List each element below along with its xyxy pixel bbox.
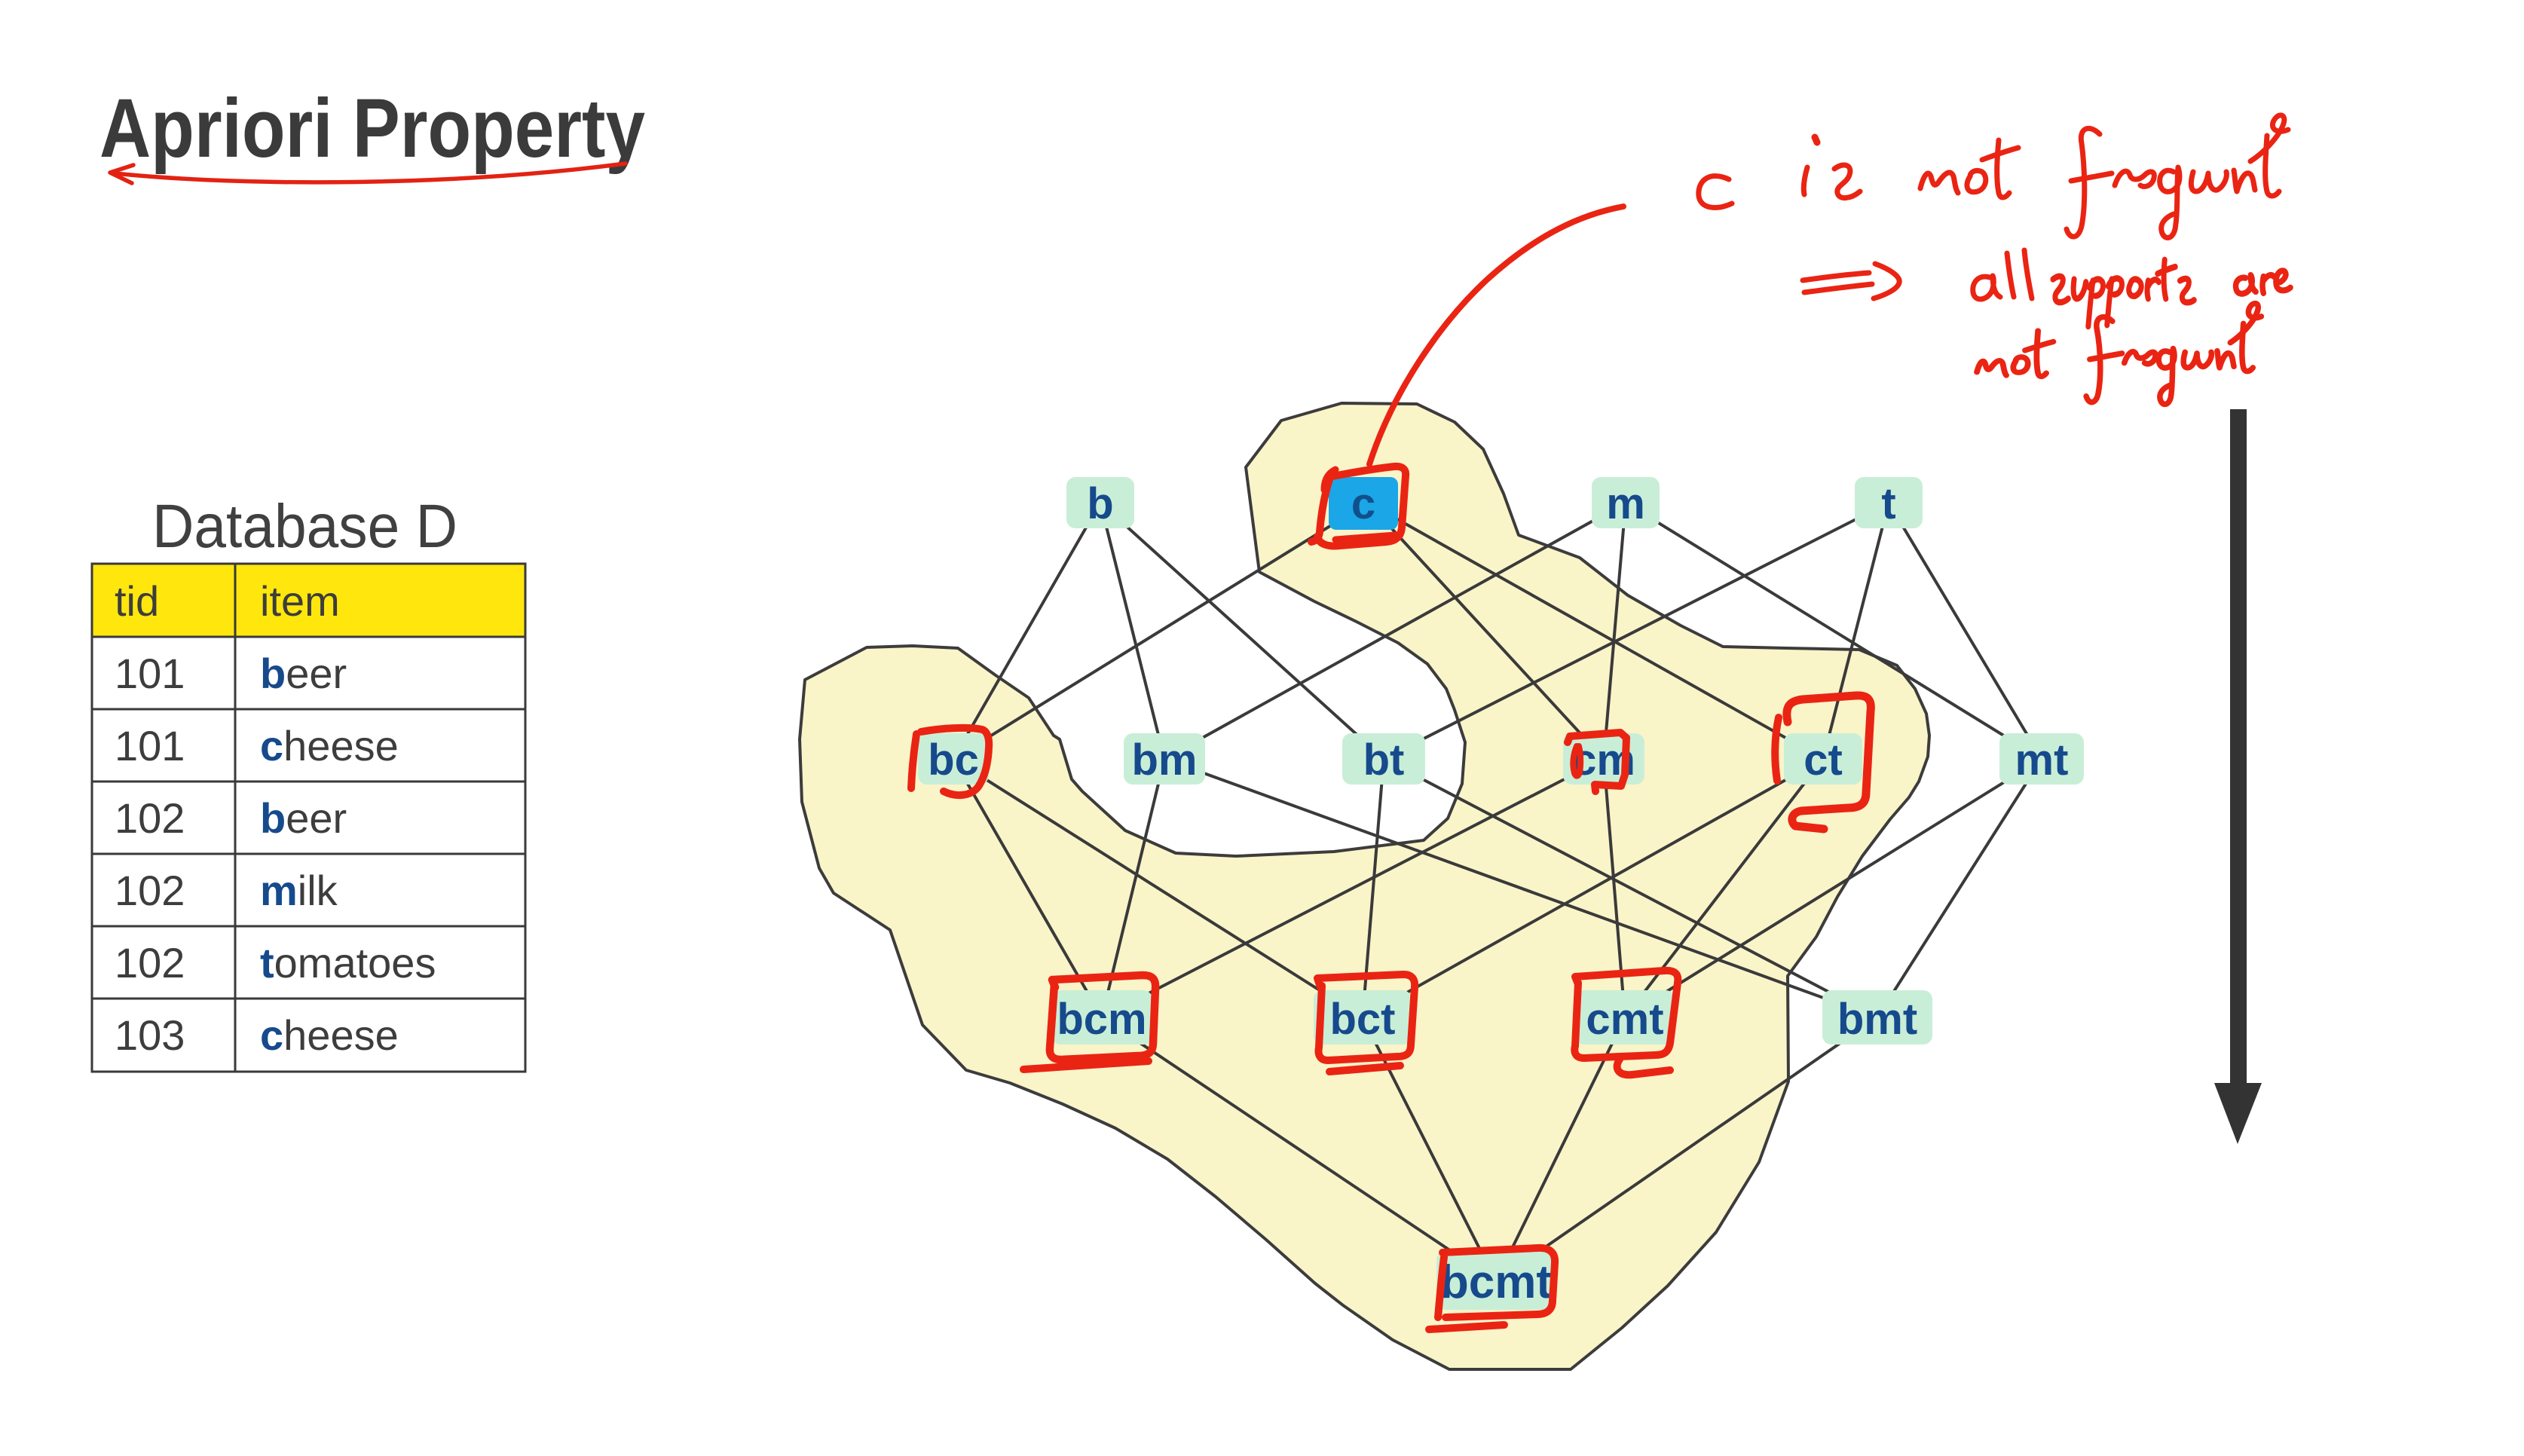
svg-text:bc: bc [928, 736, 979, 785]
svg-text:m: m [1606, 479, 1645, 528]
svg-text:102: 102 [115, 794, 185, 842]
svg-text:102: 102 [115, 867, 185, 914]
svg-text:bcm: bcm [1057, 995, 1146, 1044]
svg-text:milk: milk [260, 867, 338, 914]
svg-text:103: 103 [115, 1011, 185, 1059]
svg-text:cheese: cheese [260, 722, 399, 769]
svg-text:c: c [1351, 479, 1375, 528]
svg-text:101: 101 [115, 722, 185, 769]
svg-text:mt: mt [2015, 736, 2069, 785]
svg-text:bm: bm [1132, 736, 1198, 785]
svg-text:tid: tid [115, 577, 159, 625]
svg-text:t: t [1881, 479, 1895, 528]
svg-text:beer: beer [260, 650, 347, 697]
svg-text:102: 102 [115, 939, 185, 986]
svg-text:b: b [1087, 479, 1113, 528]
svg-text:bcmt: bcmt [1440, 1256, 1552, 1308]
svg-text:tomatoes: tomatoes [260, 939, 436, 986]
svg-text:101: 101 [115, 650, 185, 697]
svg-text:bt: bt [1363, 736, 1405, 785]
svg-text:ct: ct [1804, 736, 1843, 785]
svg-text:bct: bct [1330, 995, 1396, 1044]
svg-text:bmt: bmt [1837, 995, 1917, 1044]
svg-text:beer: beer [260, 794, 347, 842]
svg-text:Database D: Database D [152, 492, 457, 561]
svg-text:Apriori Property: Apriori Property [99, 82, 645, 175]
svg-text:cheese: cheese [260, 1011, 399, 1059]
svg-text:item: item [260, 577, 340, 625]
svg-text:cmt: cmt [1586, 995, 1663, 1044]
